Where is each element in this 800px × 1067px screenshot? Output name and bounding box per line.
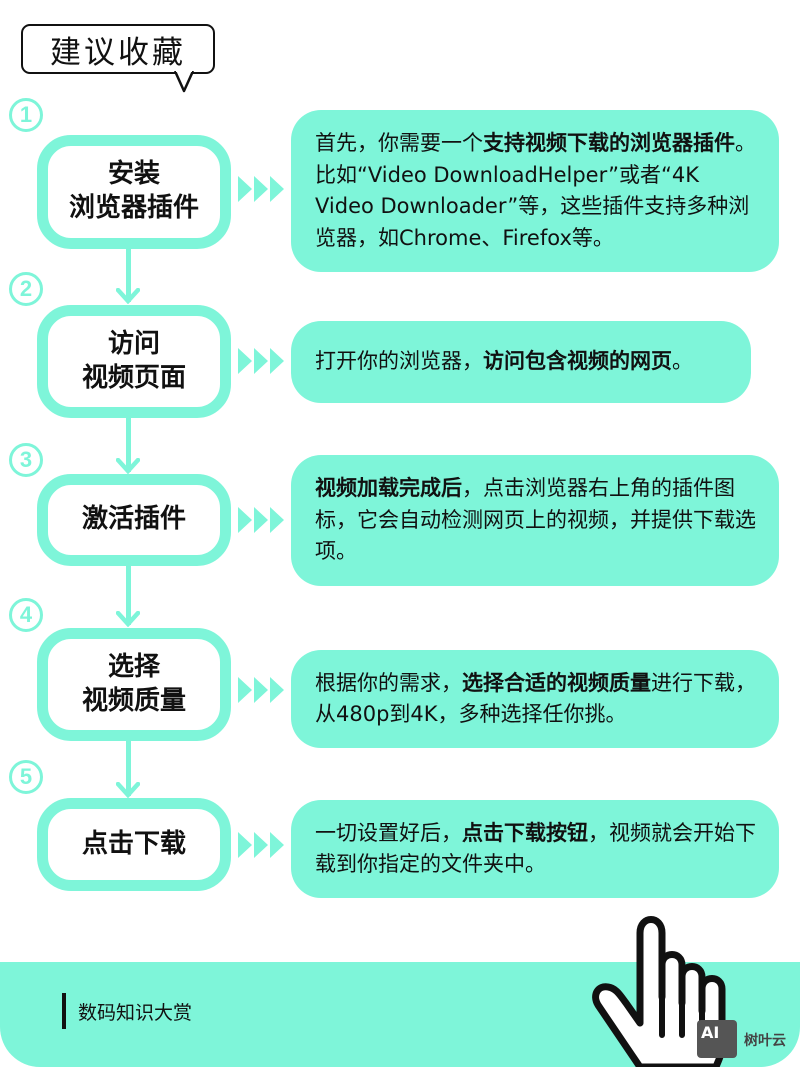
step-5-title-line: 点击下载 [81,828,186,859]
triple-chevron-right-icon [238,348,284,374]
step-3-description: 视频加载完成后，点击浏览器右上角的插件图标，它会自动检测网页上的视频，并提供下载… [291,455,779,586]
desc-highlight: 视频加载完成后 [315,476,462,501]
step-1-title-box: 安装 浏览器插件 [37,135,231,249]
step-2-description: 打开你的浏览器，访问包含视频的网页。 [291,321,751,403]
arrow-down-icon [116,458,140,474]
step-3-title-line: 激活插件 [81,504,186,535]
step-4-title-line: 视频质量 [81,685,186,716]
step-number-2: 2 [9,272,43,306]
desc-text: 。 [672,349,693,374]
step-4-title-box: 选择 视频质量 [37,628,231,741]
desc-text: 根据你的需求， [315,670,462,695]
desc-text: ，视频就会开始下载到你指定的文件夹中。 [315,820,756,877]
desc-text: 进行下载，从480p到4K，多种选择任你挑。 [315,670,756,727]
desc-highlight: 访问包含视频的网页 [483,349,672,374]
step-3-title-box: 激活插件 [37,474,231,566]
triple-chevron-right-icon [238,832,284,858]
desc-text: 打开你的浏览器， [315,349,483,374]
footer-accent-bar [62,993,66,1029]
step-number-4: 4 [9,598,43,632]
connector-line [126,416,131,472]
arrow-down-icon [116,288,140,304]
step-2-title-line: 访问 [107,328,160,359]
connector-line [126,738,131,796]
desc-text: 首先，你需要一个 [315,131,483,155]
step-1-title-line: 安装 [107,159,160,190]
step-5-description: 一切设置好后，点击下载按钮，视频就会开始下载到你指定的文件夹中。 [291,800,779,898]
desc-text: 一切设置好后， [315,820,462,845]
step-number-3: 3 [9,443,43,477]
step-number-1: 1 [9,98,43,132]
desc-text: 。比如“Video DownloadHelper”或者“4K Video Dow… [315,131,756,250]
desc-highlight: 选择合适的视频质量 [462,670,651,695]
watermark-text: 树叶云 [744,1033,786,1049]
desc-highlight: 支持视频下载的浏览器插件 [483,131,735,155]
triple-chevron-right-icon [238,507,284,533]
desc-highlight: 点击下载按钮 [462,820,588,845]
step-4-title-line: 选择 [107,651,160,682]
footer-label: 数码知识大赏 [78,1002,193,1024]
watermark-badge: AI [697,1020,737,1058]
connector-line [126,246,131,302]
triple-chevron-right-icon [238,176,284,202]
desc-text: ，点击浏览器右上角的插件图标，它会自动检测网页上的视频，并提供下载选项。 [315,476,756,564]
step-1-description: 首先，你需要一个支持视频下载的浏览器插件。比如“Video DownloadHe… [291,110,779,272]
connector-line [126,563,131,625]
step-number-5: 5 [9,760,43,794]
bubble-tail-icon [174,71,194,93]
step-2-title-line: 视频页面 [81,362,186,393]
arrow-down-icon [116,611,140,627]
step-4-description: 根据你的需求，选择合适的视频质量进行下载，从480p到4K，多种选择任你挑。 [291,650,779,748]
watermark-badge-text: AI [701,1023,720,1042]
arrow-down-icon [116,782,140,798]
step-1-title-line: 浏览器插件 [68,193,199,223]
step-2-title-box: 访问 视频页面 [37,305,231,418]
triple-chevron-right-icon [238,677,284,703]
bookmark-tip-bubble: 建议收藏 [21,24,215,74]
step-5-title-box: 点击下载 [37,798,231,891]
bubble-label: 建议收藏 [50,34,186,71]
